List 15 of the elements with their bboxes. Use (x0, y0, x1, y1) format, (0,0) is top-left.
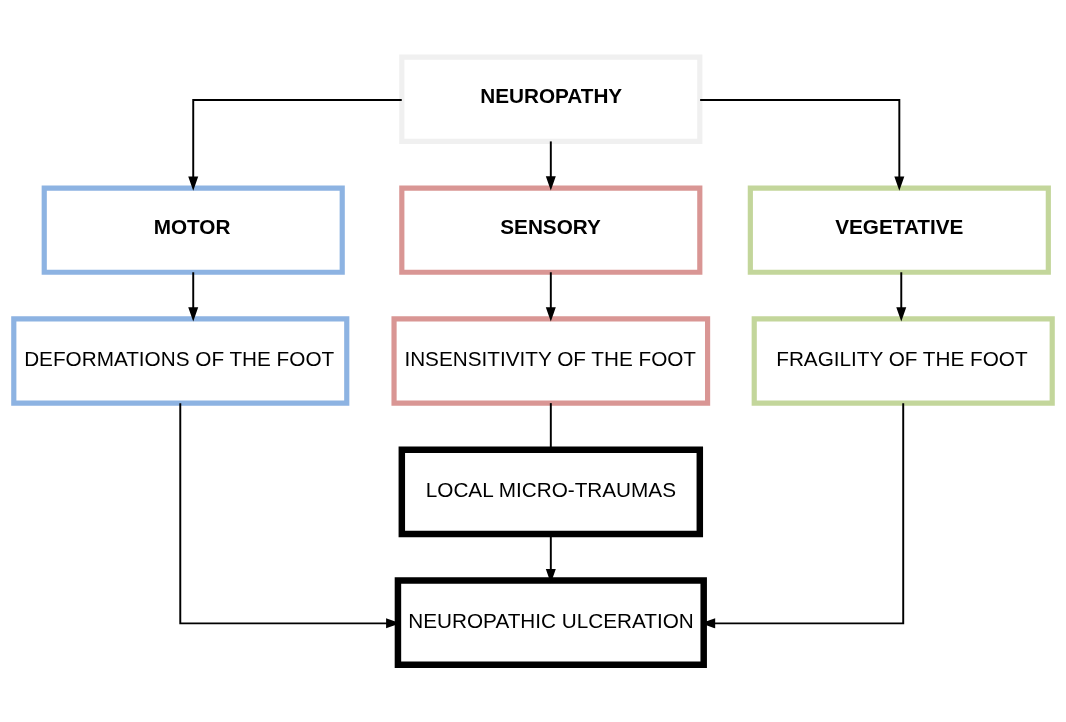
arrow (896, 271, 907, 322)
node-box: FRAGILITY OF THE FOOT (751, 316, 1055, 406)
arrow (699, 98, 905, 191)
node-box: VEGETATIVE (747, 185, 1051, 275)
node-box: LOCAL MICRO-TRAUMAS (398, 446, 704, 538)
arrow (545, 140, 556, 191)
arrow (545, 271, 556, 322)
node-box: INSENSITIVITY OF THE FOOT (391, 316, 711, 406)
node-box: MOTOR (41, 185, 345, 275)
arrow (188, 271, 199, 322)
node-box: NEUROPATHIC ULCERATION (394, 577, 707, 669)
node-box: DEFORMATIONS OF THE FOOT (11, 316, 350, 406)
node-box: SENSORY (399, 185, 703, 275)
arrow (188, 98, 403, 191)
node-box: NEUROPATHY (399, 54, 703, 144)
